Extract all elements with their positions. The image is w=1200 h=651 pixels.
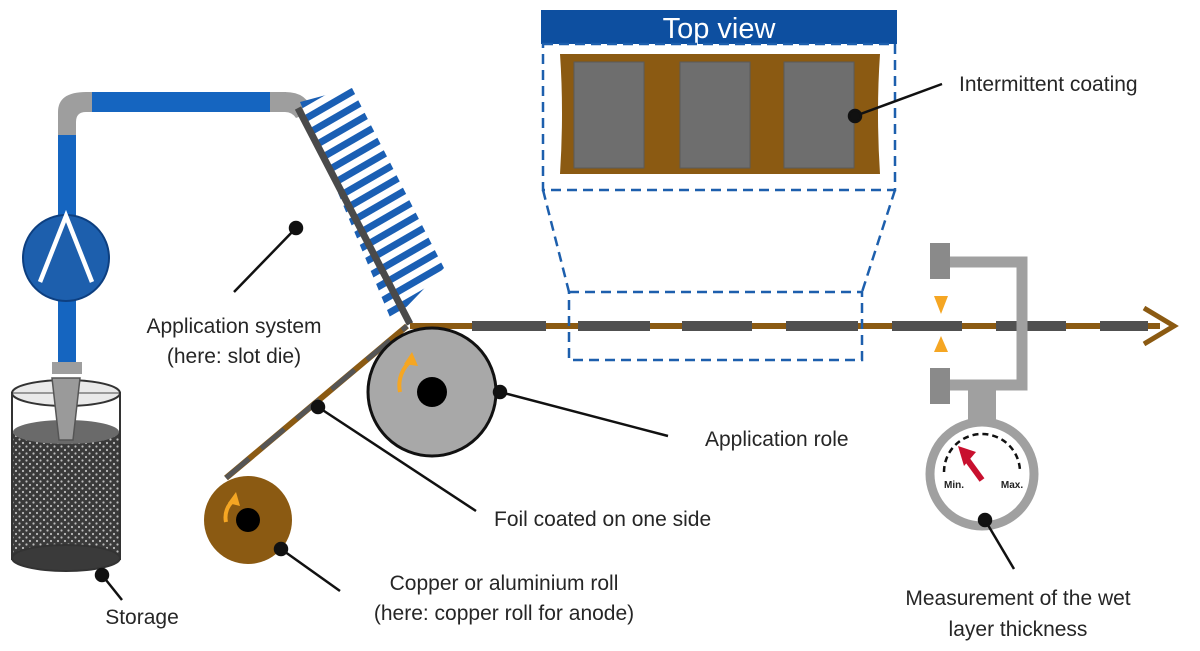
label-application-system-note: (here: slot die) [167,345,301,368]
pipe-connector [52,362,82,374]
slot-die [294,88,444,326]
gauge-min: Min. [944,480,964,491]
label-roll: Copper or aluminium roll [390,572,619,595]
application-roller-axle [417,377,447,407]
coating-patch [573,61,645,169]
gauge-scale [942,432,1022,473]
thickness-gauge: Min. Max. [925,243,1039,531]
application-roller [366,326,498,458]
copper-roll [204,476,292,564]
copper-roll-axle [236,508,260,532]
coating-patch [679,61,751,169]
sensor-arrow-down-icon [934,282,948,314]
storage-bottom [11,544,121,572]
sensor-top [930,243,950,279]
label-storage: Storage [105,606,179,629]
label-roll-note: (here: copper roll for anode) [374,602,634,625]
sensor-arrow-up-icon [934,336,948,366]
projection-line-left [541,189,571,293]
storage-slurry [13,432,119,558]
projection-line-right [860,189,897,293]
label-measurement-note: layer thickness [949,618,1088,641]
pipe-horizontal [86,92,286,112]
label-application-role: Application role [705,428,849,451]
top-view-title: Top view [663,13,777,45]
gauge-needle [963,456,985,482]
label-measurement: Measurement of the wet [905,587,1130,610]
sensor-bottom [930,368,950,404]
slot-die-blade [294,106,414,326]
label-foil-coated: Foil coated on one side [494,508,711,531]
gauge-max: Max. [1001,480,1023,491]
label-application-system: Application system [146,315,321,338]
leader-lines [94,82,1016,601]
gauge-stem [968,385,996,423]
pump-icon [22,214,110,302]
gauge-needle-tip-icon [958,446,976,466]
top-view-source-region [567,290,864,362]
coating-patch [783,61,855,169]
direction-arrow-icon [1142,305,1179,347]
storage-tank [11,377,121,572]
pump [22,209,110,302]
top-view-header [541,10,897,44]
top-view-frame [541,42,897,192]
gauge-dial [925,417,1039,531]
slot-die-body [300,88,444,322]
label-intermittent-coating: Intermittent coating [959,73,1138,96]
top-view-inset: Top view [541,10,897,362]
pipe-elbow-left [58,92,92,135]
suction-funnel [51,377,81,441]
